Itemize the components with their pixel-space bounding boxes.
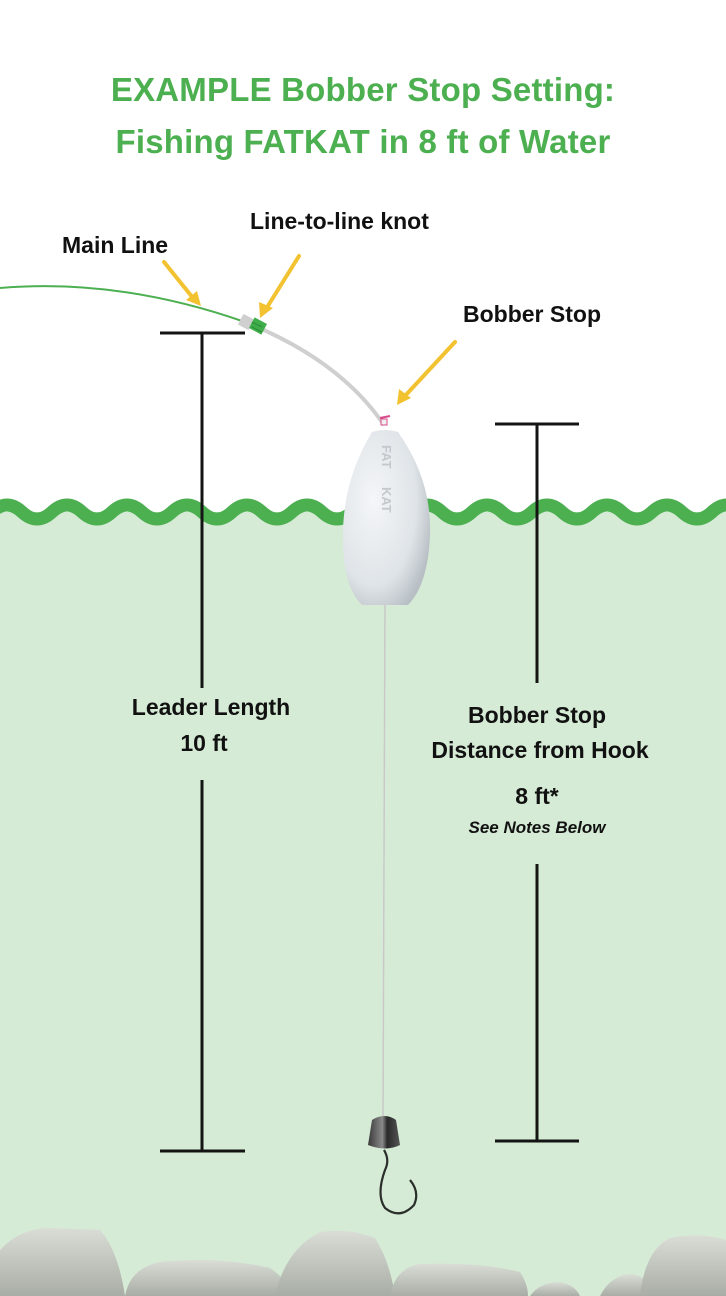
title-line-1: EXAMPLE Bobber Stop Setting: bbox=[110, 71, 616, 108]
bobber-stop-icon bbox=[379, 415, 391, 426]
leader-line bbox=[244, 320, 386, 427]
main-line-arrow-icon bbox=[162, 260, 201, 306]
water-area bbox=[0, 512, 726, 1296]
stop-distance-dimension bbox=[495, 422, 579, 1143]
knot-icon bbox=[237, 313, 267, 335]
rocks bbox=[0, 1228, 726, 1296]
bobber-text-top: FAT bbox=[379, 445, 394, 469]
main-line bbox=[0, 285, 246, 323]
hook-line bbox=[382, 599, 386, 1121]
weight-icon bbox=[368, 1116, 400, 1149]
stop-distance-label-2: Distance from Hook bbox=[431, 737, 649, 763]
bobber-stop-label: Bobber Stop bbox=[463, 301, 601, 327]
page-title: EXAMPLE Bobber Stop Setting: Fishing FAT… bbox=[0, 64, 726, 168]
leader-length-value: 10 ft bbox=[180, 730, 228, 756]
bobber-stop-arrow-icon bbox=[397, 340, 457, 405]
leader-length-dimension bbox=[160, 331, 245, 1153]
knot-arrow-icon bbox=[259, 254, 301, 318]
stop-distance-label-1: Bobber Stop bbox=[468, 702, 606, 728]
stop-distance-value: 8 ft* bbox=[515, 783, 559, 809]
title-line-2: Fishing FATKAT in 8 ft of Water bbox=[115, 123, 611, 160]
bobber-text: FAT KAT bbox=[376, 445, 396, 512]
bobber-icon bbox=[342, 430, 431, 605]
main-line-label: Main Line bbox=[62, 232, 169, 258]
arrows bbox=[162, 254, 457, 405]
hook-icon bbox=[379, 1149, 418, 1215]
knot-label: Line-to-line knot bbox=[250, 208, 429, 234]
bobber-text-bottom: KAT bbox=[379, 486, 394, 513]
stop-distance-note: See Notes Below bbox=[468, 818, 606, 837]
leader-length-label: Leader Length bbox=[131, 694, 291, 720]
